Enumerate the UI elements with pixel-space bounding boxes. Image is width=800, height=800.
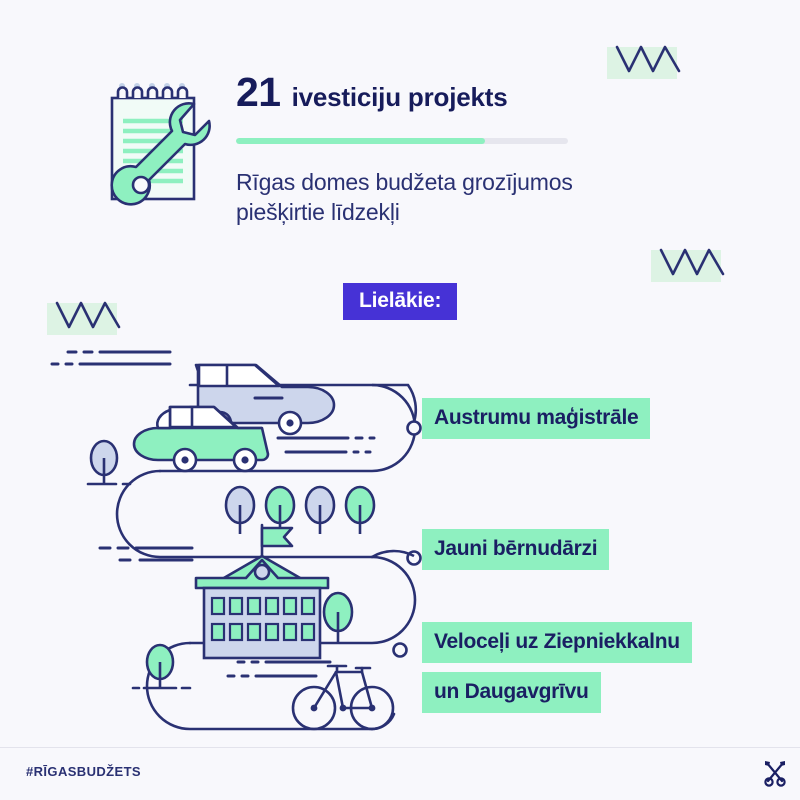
zigzag-mid-left-decoration [47,301,121,335]
project-label-jauni-bernudarzi: Jauni bērnudārzi [422,529,610,570]
road-connector-dot-3 [392,642,408,658]
page-title: 21 ivesticiju projekts [236,72,656,126]
zigzag-top-right-decoration [607,45,681,79]
progress-bar-fill [236,138,485,144]
largest-projects-badge: Lielākie: [343,283,458,320]
road-connector-dot-1 [406,420,422,436]
tree-beside-building-illustration [322,591,354,642]
project-label-veloceli-line2: un Daugavgrīvu [422,672,601,713]
zigzag-mid-right-decoration [651,248,725,282]
speed-lines-bicycle [226,660,332,678]
progress-bar-track [236,138,568,144]
footer-hashtag: #RĪGASBUDŽETS [26,764,141,779]
speed-lines-car-top [50,350,172,366]
tree-row-illustration [224,485,376,534]
project-label-austrumu-magistrale: Austrumu maģistrāle [422,398,651,439]
header-text-block: 21 ivesticiju projekts Rīgas domes budže… [236,72,656,228]
project-label-veloceli-line1: Veloceļi uz Ziepniekkalnu [422,622,692,663]
kindergarten-building-illustration [194,523,330,660]
bicycle-illustration [291,664,395,731]
car-green-illustration [132,405,270,473]
speed-lines-building [98,546,194,562]
page-subtitle: Rīgas domes budžeta grozījumos piešķirti… [236,169,573,226]
footer-divider [0,747,800,748]
speed-lines-car-green [276,436,376,454]
riga-crossed-keys-logo [760,758,790,788]
project-count: 21 [236,69,281,115]
tree-lavender-left-illustration [86,439,132,486]
title-words: ivesticiju projekts [291,82,508,112]
notepad-wrench-icon [100,72,218,217]
tree-bottom-left-illustration [131,643,192,690]
road-illustration-layer [0,320,800,740]
